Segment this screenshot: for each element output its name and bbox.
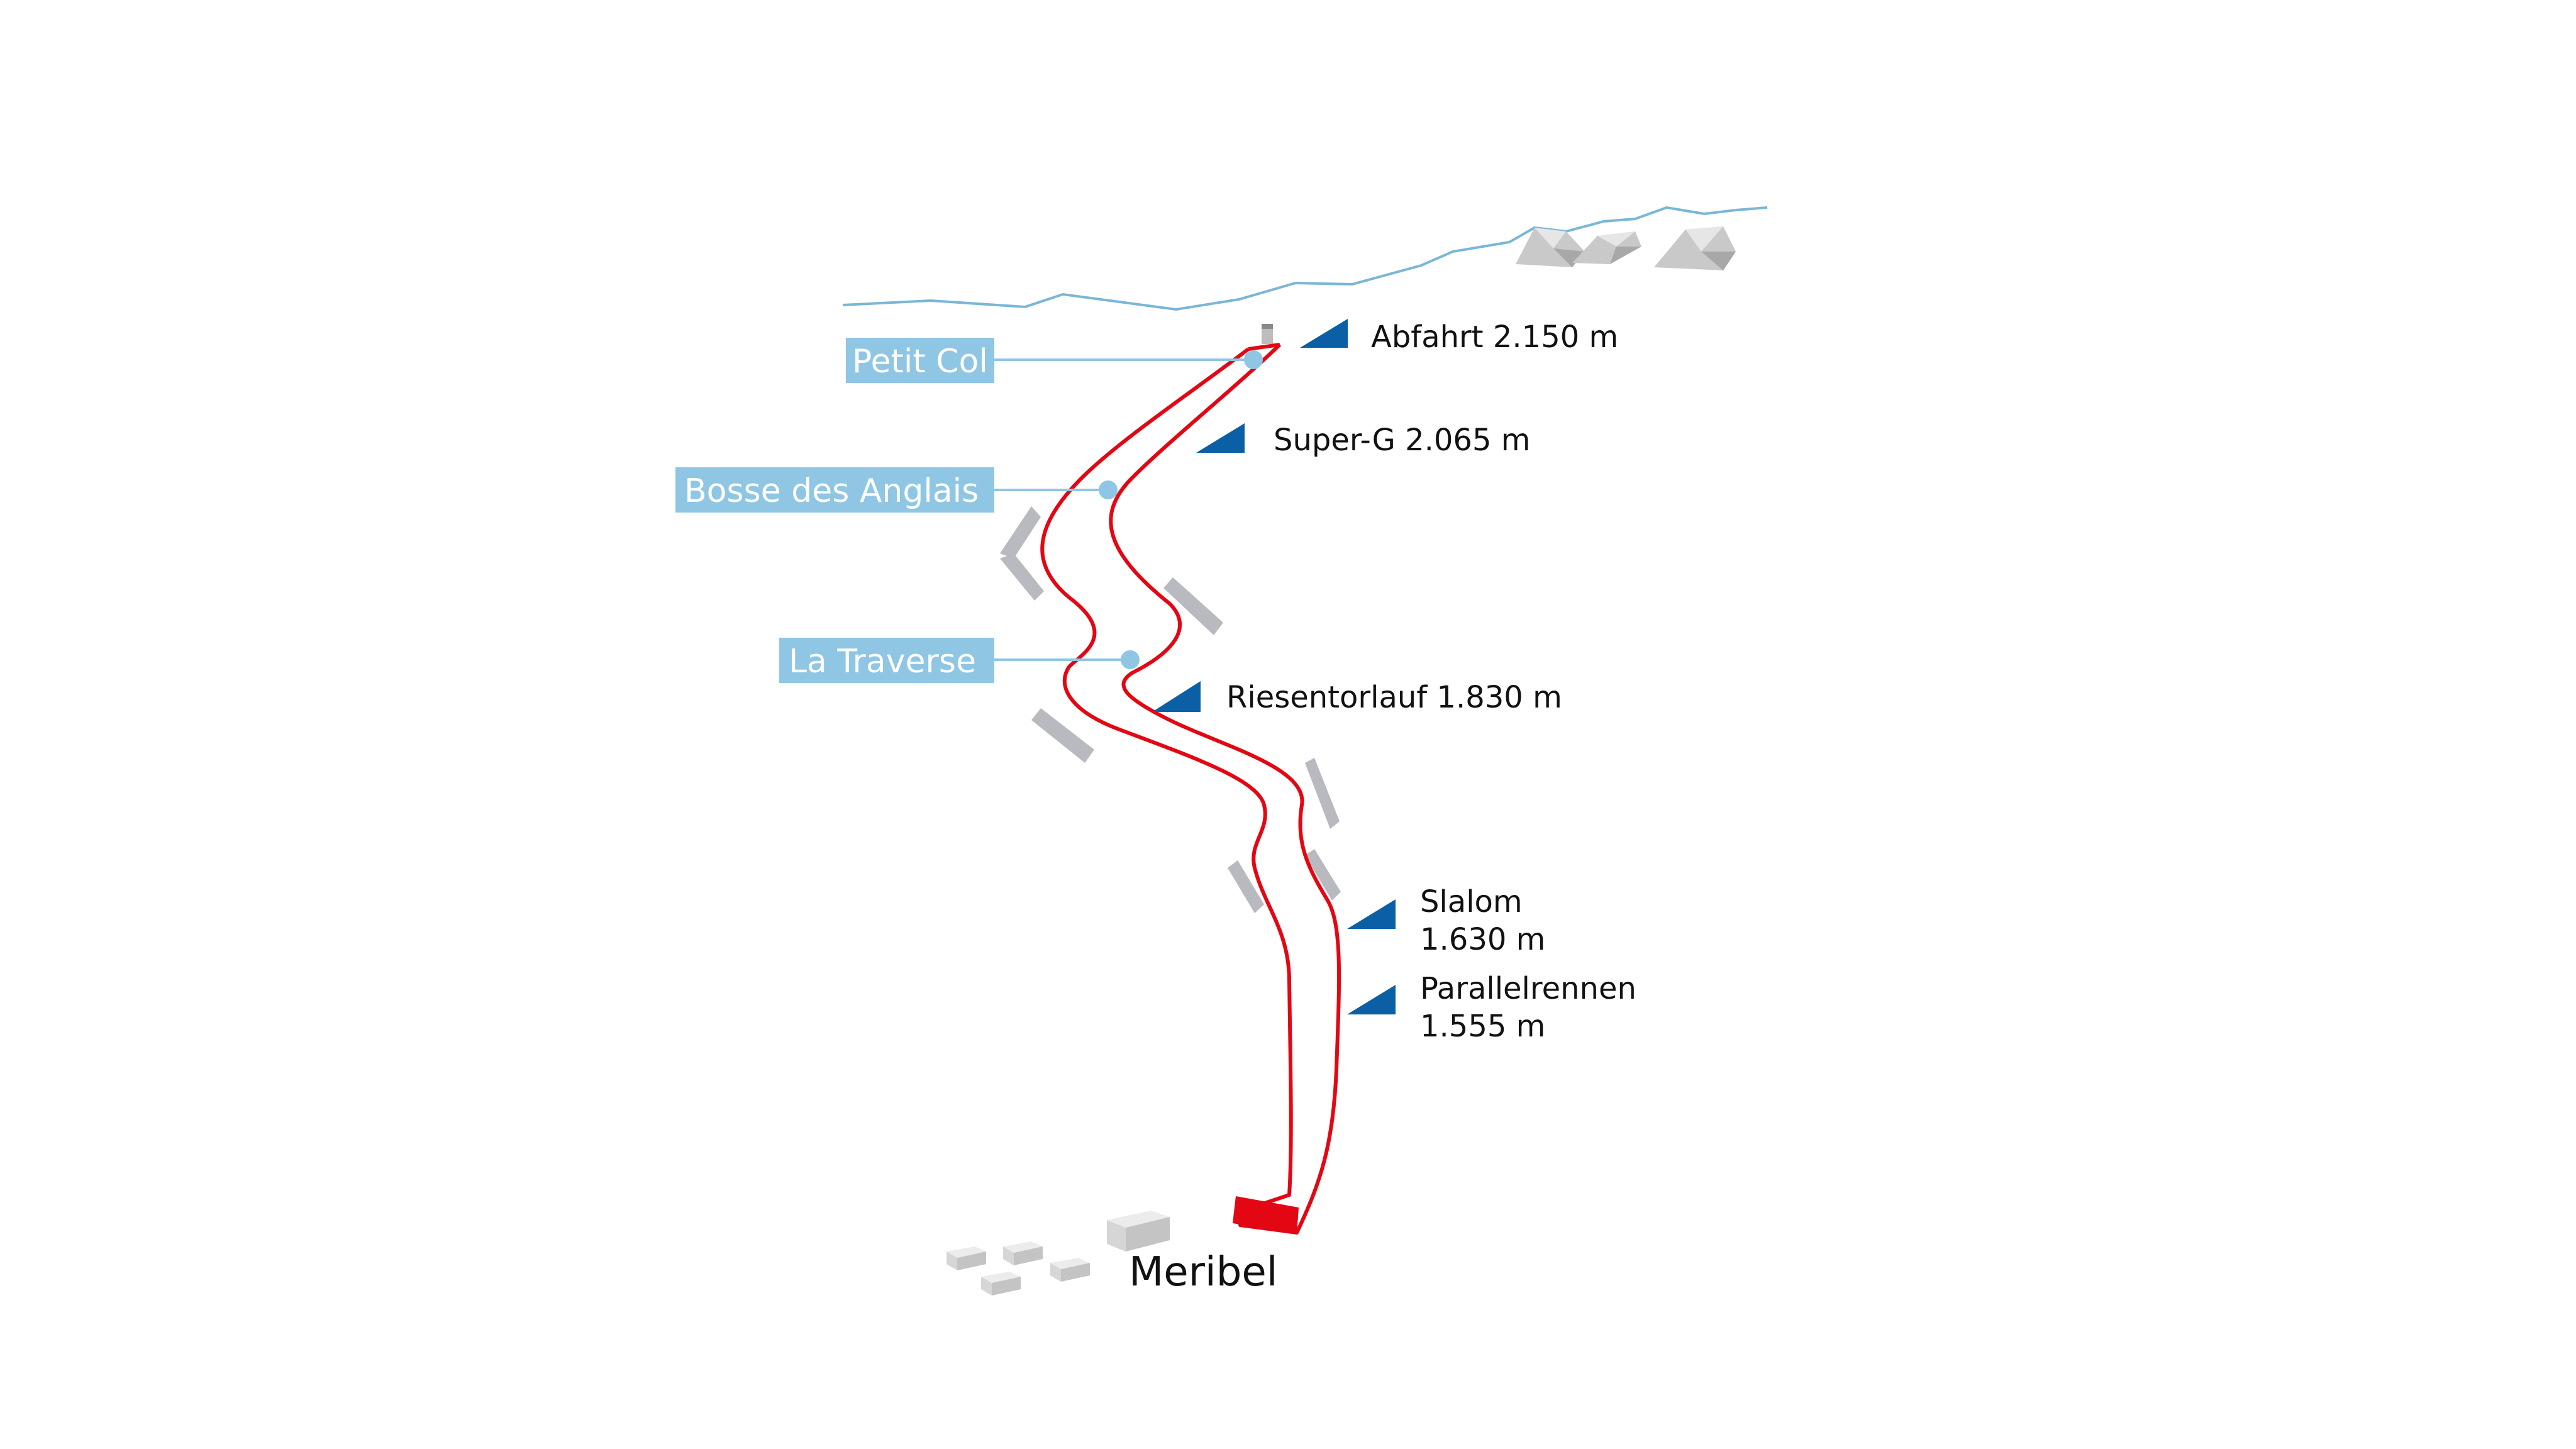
barrier bbox=[1163, 577, 1223, 635]
barrier bbox=[1031, 708, 1094, 763]
start-triangle-icon bbox=[1196, 423, 1245, 453]
safety-barriers bbox=[1000, 506, 1341, 913]
course-start-cap bbox=[1248, 343, 1280, 351]
mountain-rocks bbox=[1516, 226, 1736, 270]
callout-label: Petit Col bbox=[852, 343, 988, 380]
start-label: Abfahrt 2.150 m bbox=[1371, 319, 1618, 355]
mountain-rock-icon bbox=[1516, 228, 1585, 267]
callout-bosse-des-anglais: Bosse des Anglais bbox=[675, 467, 994, 513]
callout-box bbox=[846, 338, 994, 383]
callout-petit-col: Petit Col bbox=[846, 338, 994, 383]
waypoint-dot-icon bbox=[1099, 480, 1118, 499]
building-icon bbox=[1003, 1241, 1043, 1265]
course-left-edge bbox=[1040, 347, 1293, 1209]
start-label: Riesentorlauf 1.830 m bbox=[1226, 680, 1562, 715]
start-super-g: Super-G 2.065 m bbox=[1196, 423, 1531, 458]
start-label: Super-G 2.065 m bbox=[1274, 423, 1531, 458]
start-label: Slalom bbox=[1420, 884, 1523, 919]
start-label: 1.630 m bbox=[1420, 922, 1545, 957]
start-hut bbox=[1262, 324, 1273, 344]
barrier bbox=[1305, 849, 1341, 901]
callout-box bbox=[675, 467, 994, 513]
building-icon bbox=[1107, 1211, 1170, 1252]
callout-box bbox=[779, 638, 994, 683]
horizon-ridge-line bbox=[842, 206, 1768, 311]
callout-connectors bbox=[992, 358, 1252, 661]
start-triangle-icon bbox=[1347, 985, 1396, 1014]
finish-line bbox=[1233, 1196, 1299, 1234]
callout-la-traverse: La Traverse bbox=[779, 638, 994, 683]
start-slalom: Slalom 1.630 m bbox=[1347, 884, 1545, 957]
building-icon bbox=[947, 1246, 986, 1270]
start-triangle-icon bbox=[1300, 319, 1348, 348]
callout-label: Bosse des Anglais bbox=[684, 472, 979, 510]
barrier bbox=[1305, 758, 1340, 829]
building-icon bbox=[1050, 1258, 1090, 1282]
start-label: Parallelrennen bbox=[1420, 971, 1636, 1006]
barrier bbox=[1000, 553, 1044, 601]
start-triangle-icon bbox=[1347, 899, 1396, 929]
barrier bbox=[1228, 860, 1264, 913]
start-label: 1.555 m bbox=[1420, 1009, 1545, 1044]
waypoint-dot-icon bbox=[1121, 650, 1140, 669]
barrier bbox=[1000, 506, 1041, 558]
building-icon bbox=[981, 1272, 1021, 1296]
course-right-edge bbox=[1109, 343, 1341, 1235]
callout-label: La Traverse bbox=[789, 643, 976, 680]
waypoint-dot-icon bbox=[1244, 350, 1263, 369]
ski-course bbox=[1040, 343, 1341, 1235]
village-buildings bbox=[947, 1211, 1170, 1296]
start-parallelrennen: Parallelrennen 1.555 m bbox=[1347, 971, 1636, 1044]
start-abfahrt: Abfahrt 2.150 m bbox=[1300, 319, 1618, 355]
start-riesentorlauf: Riesentorlauf 1.830 m bbox=[1152, 680, 1562, 715]
mountain-rock-icon bbox=[1572, 231, 1641, 264]
start-triangle-icon bbox=[1152, 681, 1201, 712]
mountain-rock-icon bbox=[1654, 226, 1736, 270]
town-label: Meribel bbox=[1129, 1249, 1277, 1296]
